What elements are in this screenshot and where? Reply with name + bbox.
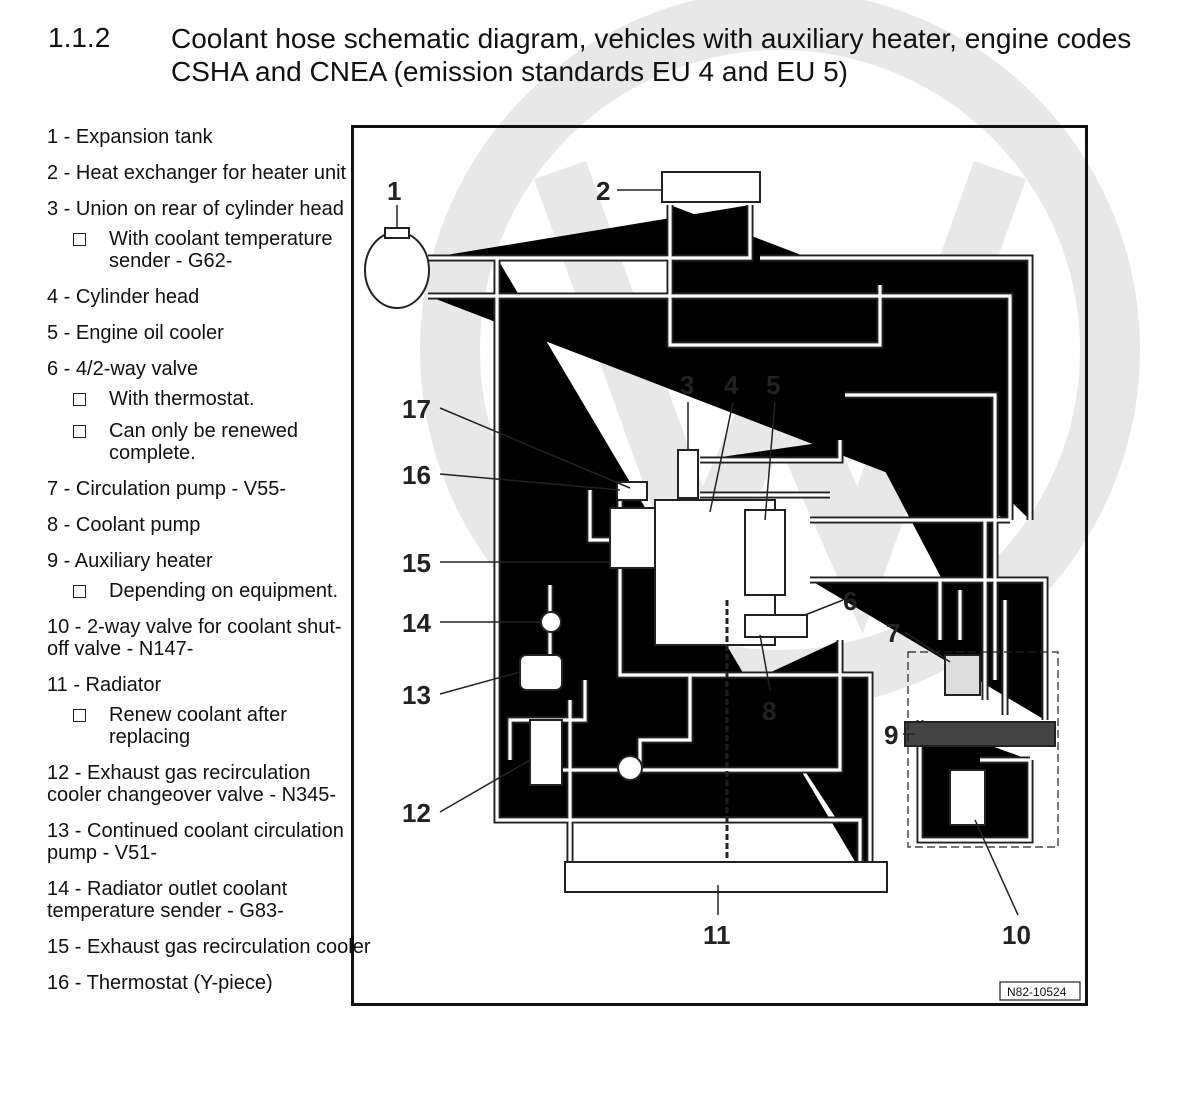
shut-off-valve-shape [949,769,986,826]
legend-item: 7 - Circulation pump - V55- [47,478,286,500]
legend-item: 10 - 2-way valve for coolant shut-off va… [47,616,342,660]
legend-note: Can only be renewed complete. [73,420,347,464]
circulation-pump-v55-shape [944,654,981,696]
heater-heat-exchanger-shape [661,171,761,203]
legend-note: With thermostat. [73,388,347,410]
leader-lines [396,189,1019,916]
label-6: 6 [843,586,857,616]
reference-box [999,981,1081,1001]
label-13: 13 [402,680,431,710]
label-16: 16 [402,460,431,490]
thermostat-shape [616,481,648,501]
junction-piece-shape [617,755,643,781]
legend-note: Renew coolant after replacing [73,704,347,748]
changeover-valve-shape [529,719,563,786]
label-8: 8 [762,696,776,726]
label-1: 1 [387,176,401,206]
diagram-frame [351,125,1088,1006]
legend-note: Depending on equipment. [73,580,347,602]
radiator-shape [564,861,888,893]
label-11: 11 [703,920,731,950]
reference-code: N82-10524 [1007,985,1067,999]
legend-item: 6 - 4/2-way valve [47,358,199,380]
oil-cooler-shape [744,509,786,596]
label-12: 12 [402,798,431,828]
parts-legend: 1 - Expansion tank 2 - Heat exchanger fo… [47,126,371,1008]
label-9: 9 [884,720,898,750]
auxiliary-heater-shape [904,721,1056,747]
expansion-tank-shape [364,227,430,309]
label-3: 3 [680,370,694,400]
legend-item: 16 - Thermostat (Y-piece) [47,972,273,994]
legend-item: 1 - Expansion tank [47,126,213,148]
rear-union-shape [677,449,699,499]
legend-item: 5 - Engine oil cooler [47,322,224,344]
legend-item: 14 - Radiator outlet coolant temperature… [47,878,288,922]
legend-item: 9 - Auxiliary heater [47,550,213,572]
legend-item: 4 - Cylinder head [47,286,200,308]
label-2: 2 [596,176,610,206]
label-10: 10 [1002,920,1031,950]
label-4: 4 [724,370,739,400]
label-15: 15 [402,548,431,578]
legend-item: 13 - Continued coolant circulation pump … [47,820,344,864]
legend-item: 3 - Union on rear of cylinder head [47,198,344,220]
temp-sender-shape [540,611,562,633]
label-7: 7 [886,618,900,648]
heater-zone-outline [907,651,1059,848]
legend-item: 2 - Heat exchanger for heater unit [47,162,347,184]
label-5: 5 [766,370,780,400]
legend-item: 15 - Exhaust gas recirculation cooler [47,936,371,958]
coolant-pump-shape [744,614,808,638]
legend-item: 8 - Coolant pump [47,514,201,536]
egr-cooler-shape [609,507,656,569]
legend-note: With coolant temperature sender - G62- [73,228,347,272]
label-17: 17 [402,394,431,424]
section-number: 1.1.2 [48,22,111,53]
legend-item: 11 - Radiator [47,674,162,696]
circulation-pump-v51-shape [519,654,563,691]
legend-item: 12 - Exhaust gas recirculation cooler ch… [47,762,337,806]
label-14: 14 [402,608,431,638]
section-title: Coolant hose schematic diagram, vehicles… [171,23,1132,87]
